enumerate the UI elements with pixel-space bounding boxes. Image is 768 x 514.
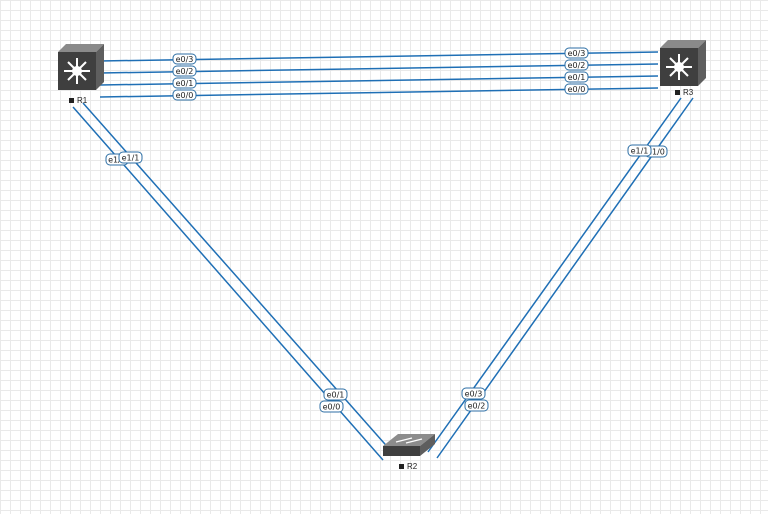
port-label-r2-e0-0: e0/0 [319,400,344,413]
port-label-r3-e0-0: e0/0 [564,83,589,95]
port-labels-layer: e0/3 e0/2 e0/1 e0/0 e0/3 e0/2 e0/1 [105,47,668,413]
svg-text:e0/3: e0/3 [176,55,194,64]
multilayer-switch-icon [660,40,706,86]
svg-text:e1/1: e1/1 [631,147,649,156]
node-status-marker [69,98,74,103]
device-r2[interactable] [383,434,435,456]
port-label-r3-e0-2: e0/2 [564,59,589,71]
port-label-r3-e0-3: e0/3 [564,47,589,59]
svg-text:e0/2: e0/2 [468,402,486,411]
svg-text:e0/2: e0/2 [568,61,586,70]
node-label-r1: R1 [69,96,87,105]
node-label-r3: R3 [675,88,693,97]
switch-icon [383,434,435,456]
node-status-marker [675,90,680,95]
svg-text:e0/1: e0/1 [176,79,194,88]
svg-text:e1/0: e1/0 [647,148,665,157]
device-r3[interactable] [660,40,706,86]
port-label-r1-e1-1: e1/1 [118,151,143,164]
svg-text:e0/0: e0/0 [568,85,586,94]
device-r1[interactable] [58,44,104,90]
svg-text:e0/0: e0/0 [176,91,194,100]
port-label-r2-e0-2: e0/2 [464,399,489,412]
svg-text:e0/3: e0/3 [568,49,586,58]
svg-text:e1/1: e1/1 [122,154,140,163]
port-label-r3-e0-1: e0/1 [564,71,589,83]
node-label-r2: R2 [399,462,417,471]
port-label-r1-e0-1: e0/1 [172,77,197,89]
devices-layer [58,40,706,456]
node-name: R1 [77,96,88,105]
node-name: R2 [407,462,418,471]
node-name: R3 [683,88,694,97]
svg-text:e0/0: e0/0 [323,403,341,412]
node-status-marker [399,464,404,469]
port-label-r1-e0-3: e0/3 [172,53,197,65]
port-label-r2-e0-3: e0/3 [461,387,486,400]
port-label-r1-e0-2: e0/2 [172,65,197,77]
svg-text:e1/0: e1/0 [108,156,126,165]
svg-text:e0/3: e0/3 [465,390,483,399]
port-label-r1-e0-0: e0/0 [172,89,197,101]
port-label-r2-e0-1: e0/1 [323,388,348,401]
svg-text:e0/1: e0/1 [327,391,345,400]
port-label-r3-e1-1: e1/1 [627,144,652,157]
links-layer [72,51,694,461]
multilayer-switch-icon [58,44,104,90]
svg-text:e0/2: e0/2 [176,67,194,76]
svg-text:e0/1: e0/1 [568,73,586,82]
